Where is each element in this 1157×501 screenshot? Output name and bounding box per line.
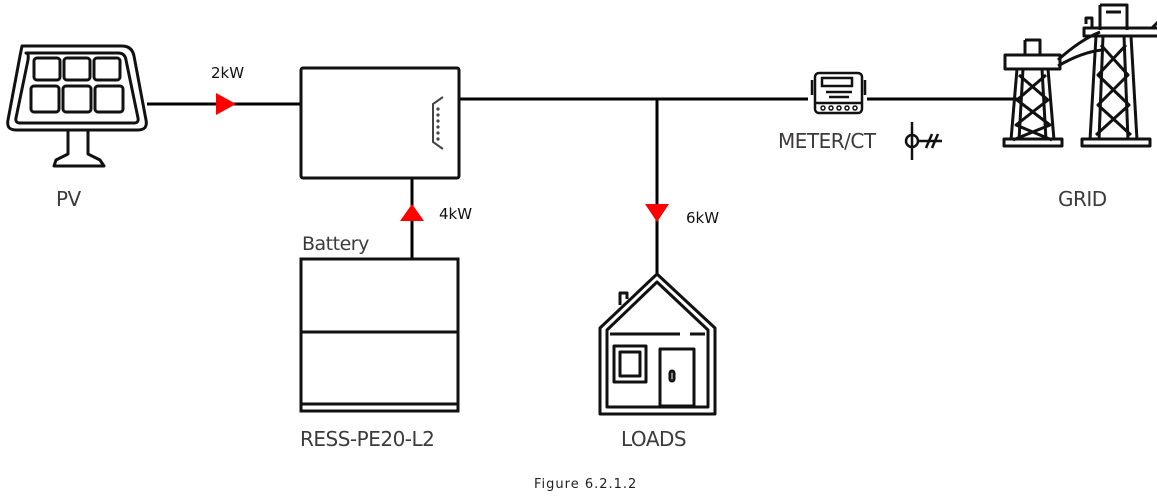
solar-panel-icon xyxy=(6,44,148,168)
wires xyxy=(147,97,1018,273)
meter-label: METER/CT xyxy=(778,129,876,153)
flow-label-loads: 6kW xyxy=(686,209,720,227)
flow-arrow-pv xyxy=(216,93,236,115)
pv-label: PV xyxy=(56,187,81,211)
battery-stack-icon xyxy=(299,257,460,413)
flow-label-battery: 4kW xyxy=(439,205,473,223)
energy-meter-icon xyxy=(810,71,867,115)
flow-arrow-battery xyxy=(400,204,424,221)
transmission-tower-icon xyxy=(1002,3,1157,148)
figure-caption: Figure 6.2.1.2 xyxy=(534,477,638,492)
flow-label-pv: 2kW xyxy=(211,64,245,82)
current-transformer-icon xyxy=(904,122,942,160)
inverter-icon xyxy=(299,66,461,180)
house-icon xyxy=(598,272,717,416)
grid-label: GRID xyxy=(1058,187,1107,211)
serial-port-icon xyxy=(432,96,444,150)
flow-arrow-loads xyxy=(645,204,669,222)
loads-label: LOADS xyxy=(621,427,687,451)
battery-label: Battery xyxy=(302,233,369,255)
battery-model-label: RESS-PE20-L2 xyxy=(300,427,435,451)
